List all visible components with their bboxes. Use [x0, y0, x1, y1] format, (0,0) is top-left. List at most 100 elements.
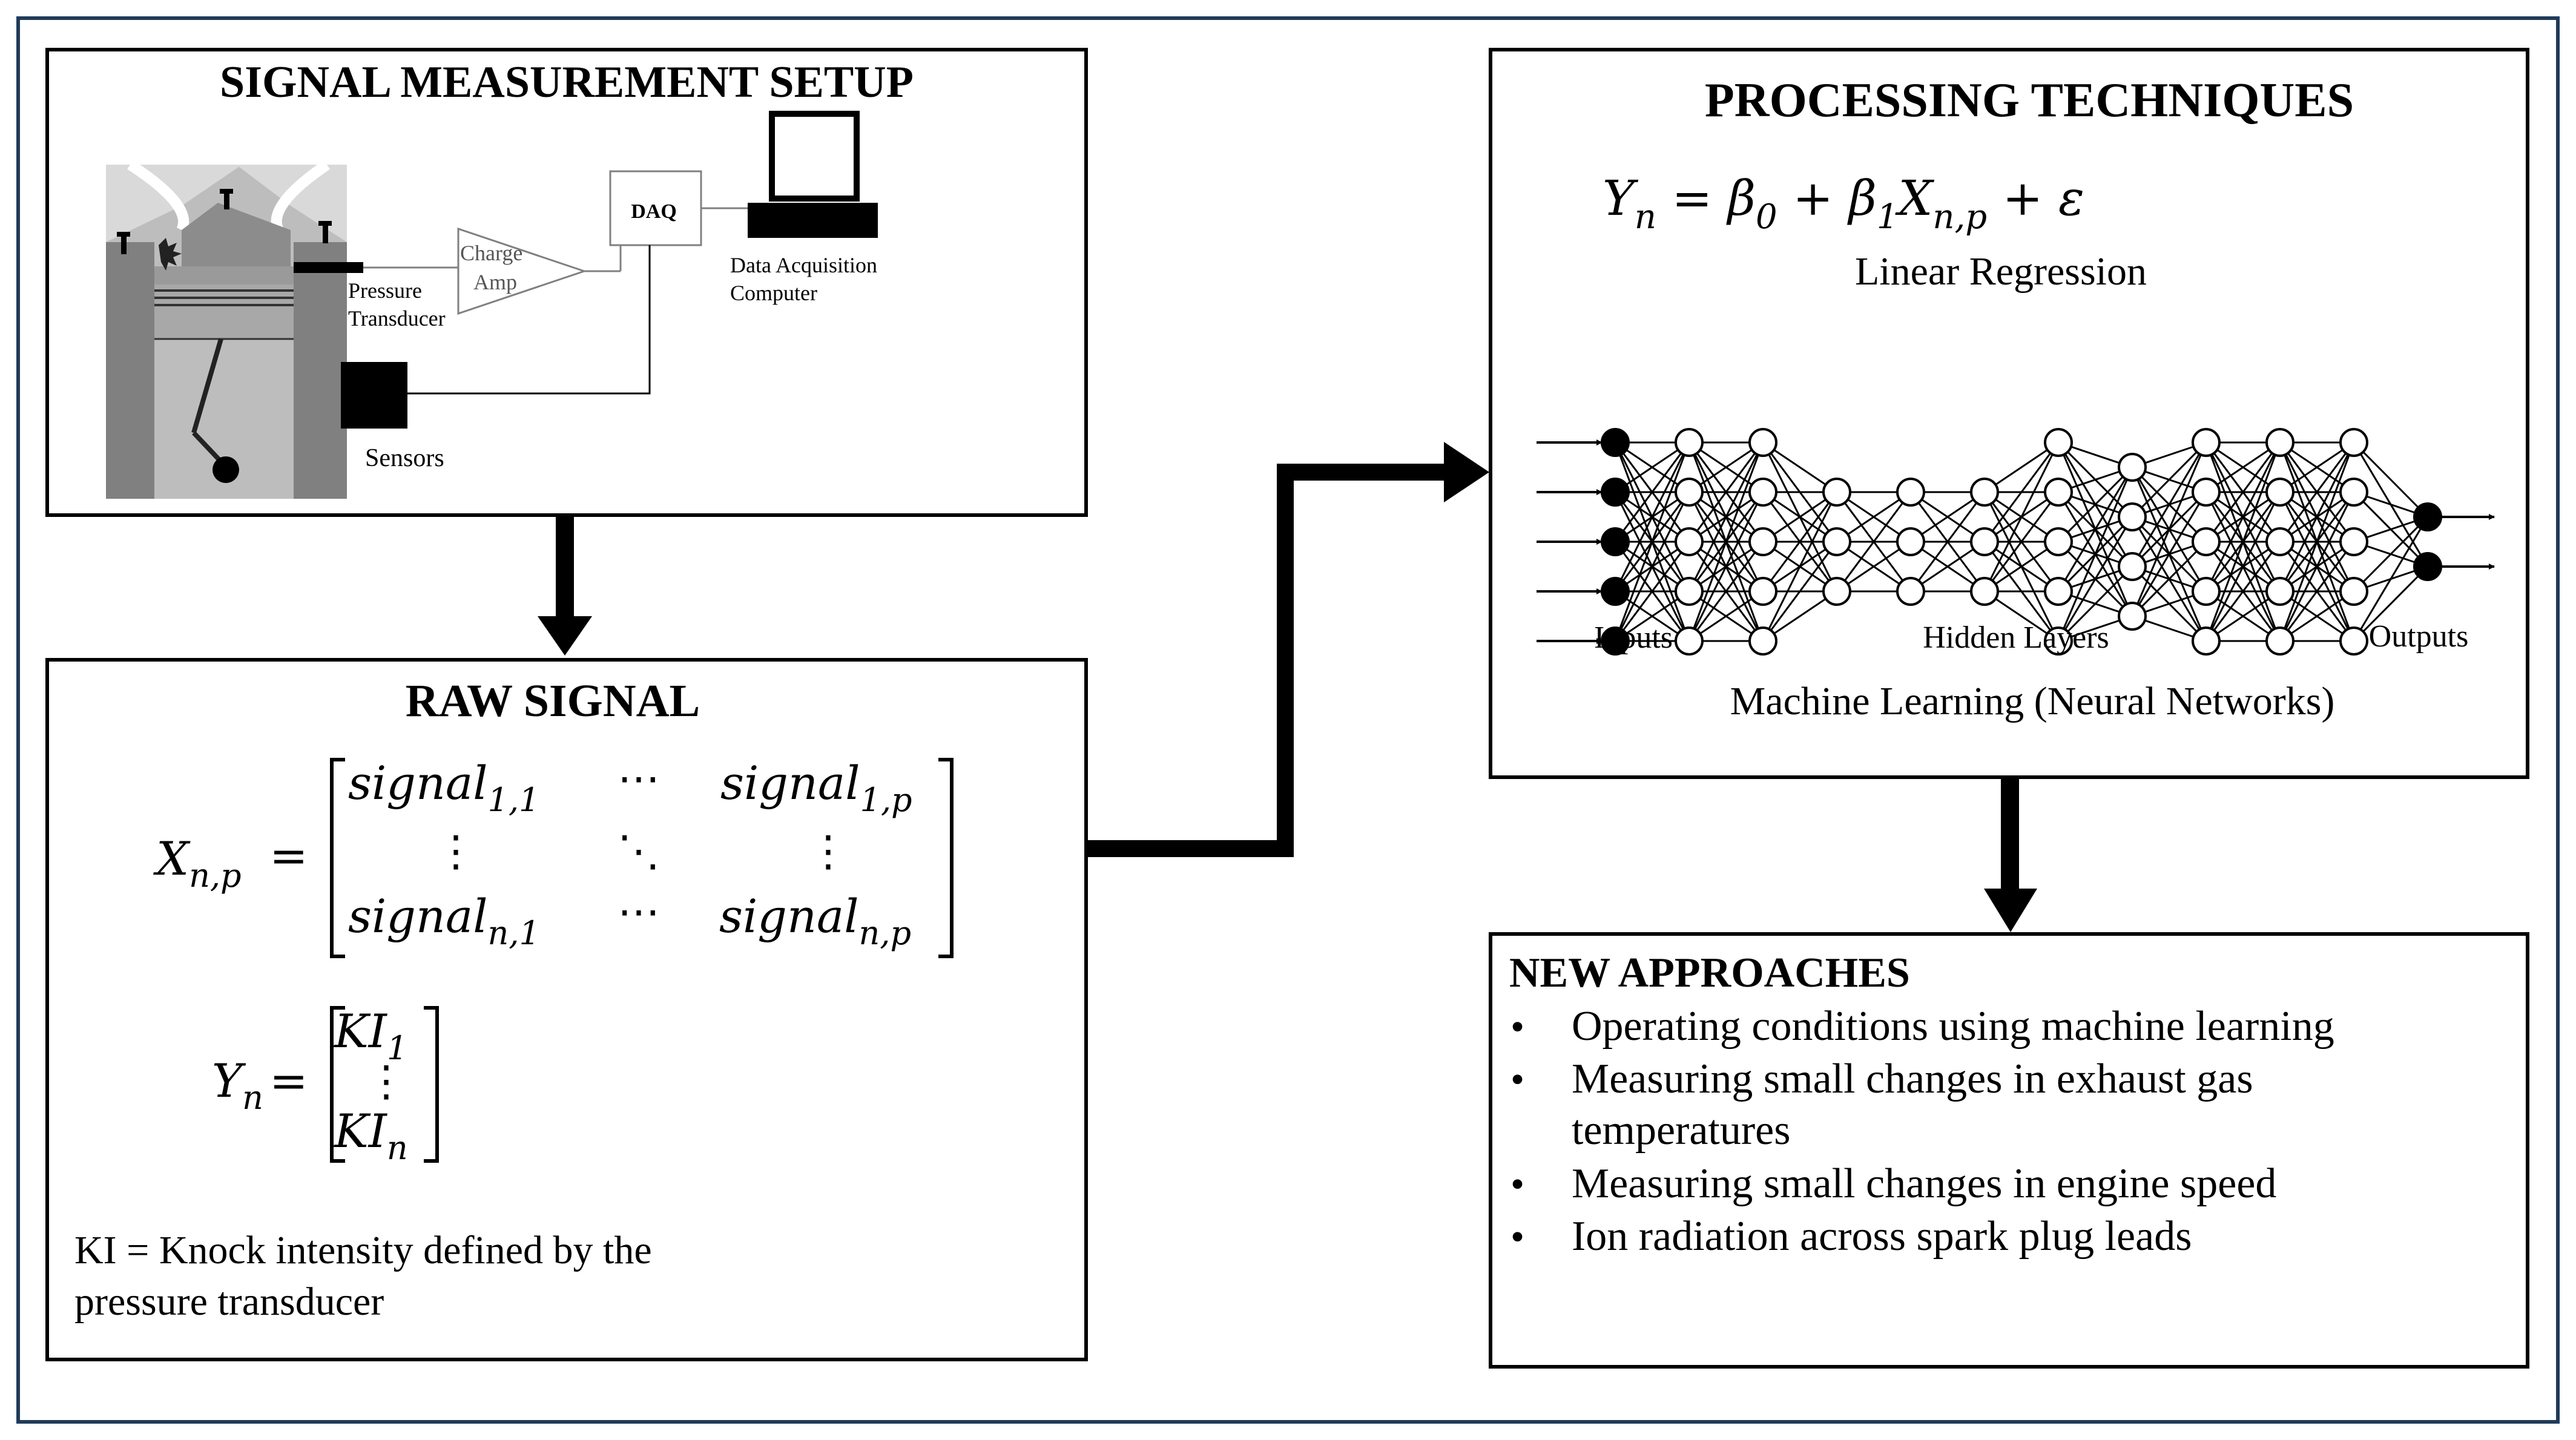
nn-hidden-node: [2118, 502, 2147, 531]
nn-hidden-node: [2192, 626, 2221, 656]
connecting-rod: [191, 338, 223, 434]
nn-edge: [1762, 590, 1837, 642]
nn-input-node: [1601, 626, 1630, 656]
bullet-4: •: [1510, 1215, 1524, 1259]
nn-hidden-node: [2192, 478, 2221, 507]
piston: [154, 284, 294, 339]
nn-edge: [1688, 590, 1764, 642]
nn-edge: [1688, 442, 1764, 542]
approach-item-2: Measuring small changes in exhaust gas: [1572, 1056, 2253, 1102]
nn-edge: [2205, 442, 2281, 642]
nn-hidden-node: [2265, 478, 2294, 507]
cell-ddots: ⋱: [618, 829, 660, 875]
nn-edge: [2279, 590, 2354, 642]
nn-hidden-node: [2118, 453, 2147, 482]
nn-input-node: [1601, 577, 1630, 606]
nn-edge: [2279, 541, 2355, 642]
label-amp: Amp: [473, 270, 517, 294]
nn-edge: [2279, 442, 2355, 542]
nn-hidden-node: [1748, 527, 1777, 556]
x-eq-sign: =: [269, 829, 308, 883]
nn-edge: [2131, 442, 2207, 567]
nn-hidden-node: [1822, 478, 1851, 507]
nn-output-node: [2413, 502, 2442, 531]
nn-hidden-node: [1748, 626, 1777, 656]
nn-edge: [2353, 516, 2429, 642]
nn-outputs-label: Outputs: [2369, 619, 2469, 654]
nn-hidden-node: [1748, 478, 1777, 507]
ki-n: KIn: [333, 1104, 408, 1167]
nn-edge: [1909, 492, 1986, 592]
processing-techniques-box: PROCESSING TECHNIQUES Yn = β0 + β1Xn,p +…: [1489, 48, 2529, 779]
nn-edge: [2057, 467, 2133, 642]
nn-edge: [2205, 590, 2281, 642]
nn-edge: [1762, 492, 1838, 592]
nn-hidden-node: [1748, 577, 1777, 606]
nn-edge: [1983, 442, 2060, 592]
nn-hidden-node: [2265, 428, 2294, 457]
nn-hidden-node: [2339, 527, 2368, 556]
nn-hidden-node: [1675, 428, 1704, 457]
nn-edge: [1910, 491, 1985, 543]
nn-edge: [1688, 442, 1764, 592]
nn-hidden-node: [2118, 552, 2147, 581]
nn-hidden-node: [2044, 428, 2073, 457]
label-pressure: Pressure: [348, 278, 422, 303]
nn-edge: [1614, 492, 1690, 642]
engine-cylinder-illustration: [106, 160, 347, 499]
nn-edge: [1983, 492, 2060, 592]
label-computer: Computer: [730, 281, 817, 305]
raw-signal-box: RAW SIGNAL Xn,p = signal1,1 ⋯ signal1,p …: [45, 658, 1088, 1361]
charge-amp-icon: [457, 227, 587, 315]
cell-vdots-left: ⋮: [435, 829, 477, 875]
ml-label: Machine Learning (Neural Networks): [1730, 679, 2335, 723]
nn-edge: [2131, 441, 2207, 518]
nn-edge: [2279, 441, 2354, 493]
nn-hidden-node: [2044, 577, 2073, 606]
nn-edge: [1910, 541, 1985, 593]
nn-edge: [2057, 565, 2133, 642]
x-matrix: signal1,1 ⋯ signal1,p ⋮ ⋱ ⋮ signaln,1 ⋯ …: [330, 756, 954, 958]
cell-signal-1-1: signal1,1: [348, 756, 539, 819]
nn-edge: [1762, 491, 1837, 543]
nn-input-node: [1601, 428, 1630, 457]
nn-hidden-node: [1675, 626, 1704, 656]
nn-edge: [1688, 442, 1764, 642]
nn-edge: [2131, 541, 2207, 617]
nn-edge: [1688, 441, 1764, 493]
crankshaft-icon: [212, 456, 239, 483]
new-approaches-box: NEW APPROACHES • Operating conditions us…: [1489, 932, 2529, 1369]
nn-edge: [1984, 590, 2059, 642]
nn-edge: [1614, 541, 1690, 642]
nn-hidden-node: [1970, 527, 1999, 556]
nn-hidden-node: [2044, 626, 2073, 656]
arrow-processing-to-approaches: [1984, 778, 2037, 932]
ki-vdots: ⋮: [365, 1059, 407, 1105]
nn-edge: [2205, 442, 2281, 592]
nn-edge: [1762, 441, 1837, 493]
nn-hidden-node: [1675, 577, 1704, 606]
nn-edge: [1836, 491, 1911, 543]
approach-item-1: Operating conditions using machine learn…: [1572, 1003, 2334, 1050]
nn-hidden-node: [2265, 577, 2294, 606]
nn-hidden-node: [1896, 478, 1925, 507]
ki-definition-line2: pressure transducer: [74, 1280, 384, 1324]
nn-edge: [2205, 442, 2281, 542]
daq-box: [609, 170, 702, 246]
nn-hidden-node: [1748, 428, 1777, 457]
nn-edge: [1983, 442, 2060, 542]
nn-hidden-node: [1822, 577, 1851, 606]
nn-edge: [2279, 442, 2355, 642]
nn-edge: [2353, 565, 2429, 642]
nn-edge: [1836, 541, 1911, 593]
nn-edge: [1688, 541, 1764, 642]
nn-hidden-node: [2339, 626, 2368, 656]
approach-item-2-cont: temperatures: [1572, 1107, 1790, 1154]
ki-1: KI1: [333, 1004, 407, 1067]
label-data-acquisition: Data Acquisition: [730, 253, 877, 277]
computer-icon: [748, 111, 878, 238]
nn-hidden-node: [2192, 527, 2221, 556]
setup-title: SIGNAL MEASUREMENT SETUP: [220, 58, 914, 107]
nn-hidden-node: [2339, 577, 2368, 606]
nn-edge: [1984, 441, 2059, 493]
